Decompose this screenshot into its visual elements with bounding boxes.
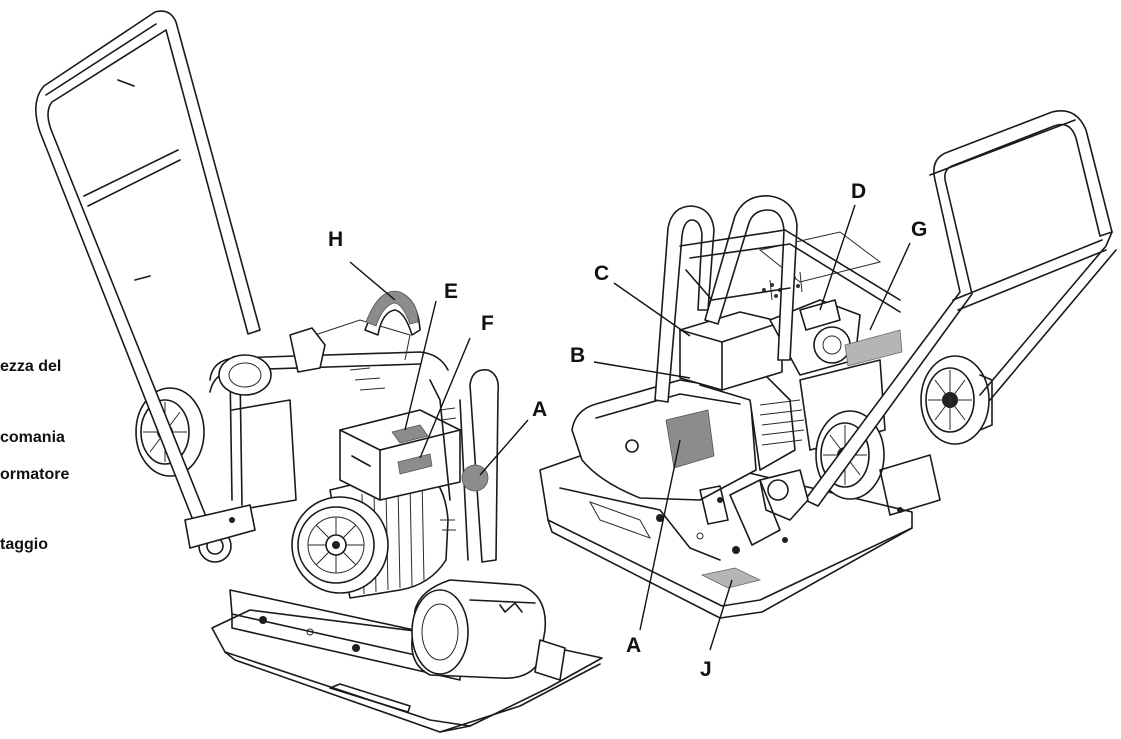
caption-line-4: taggio [0, 536, 48, 553]
right-belt-guard [571, 369, 805, 501]
caption-line-2: comania [0, 429, 65, 446]
right-cage [654, 195, 901, 403]
callout-a-left: A [532, 398, 548, 421]
callout-f: F [481, 312, 494, 335]
right-handle [759, 110, 1117, 521]
right-linkage [699, 454, 941, 546]
callout-g: G [911, 218, 928, 241]
callout-e: E [444, 280, 459, 303]
right-leader-lines [593, 204, 911, 651]
right-machine [539, 110, 1117, 651]
left-machine [35, 10, 603, 733]
left-frame [209, 290, 500, 563]
callout-j: J [700, 658, 712, 681]
caption-line-1: ezza del [0, 358, 62, 375]
left-leader-lines [349, 261, 529, 476]
callout-d: D [851, 180, 867, 203]
callout-a-right: A [626, 634, 642, 657]
callout-b: B [570, 344, 586, 367]
callout-h: H [328, 228, 344, 251]
caption-line-3: ormatore [0, 466, 70, 483]
callout-c: C [594, 262, 610, 285]
left-handle [35, 10, 261, 563]
left-electric-motor [291, 467, 449, 599]
left-exciter-drum [411, 579, 566, 681]
